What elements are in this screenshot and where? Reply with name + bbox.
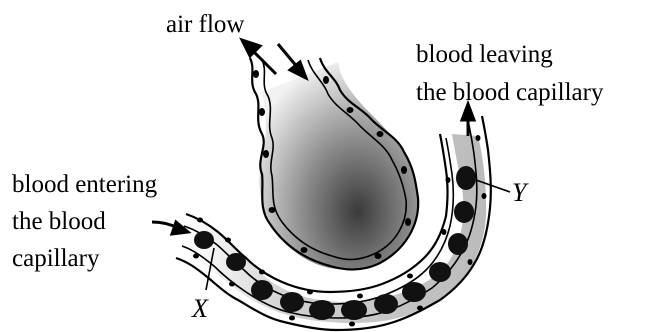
air-flow-label: air flow [166,8,244,42]
blood-leaving-label-line1: blood leaving [416,38,553,72]
blood-entering-label-line2: the blood [12,205,106,239]
x-label: X [192,292,208,326]
y-label: Y [512,176,526,210]
blood-entering-label-line1: blood entering [12,168,157,202]
red-blood-cell-x [194,231,214,249]
blood-leaving-label-line2: the blood capillary [416,76,603,110]
blood-entering-label-line3: capillary [12,242,99,276]
red-blood-cell-y [456,166,476,190]
alveolus [250,58,418,270]
